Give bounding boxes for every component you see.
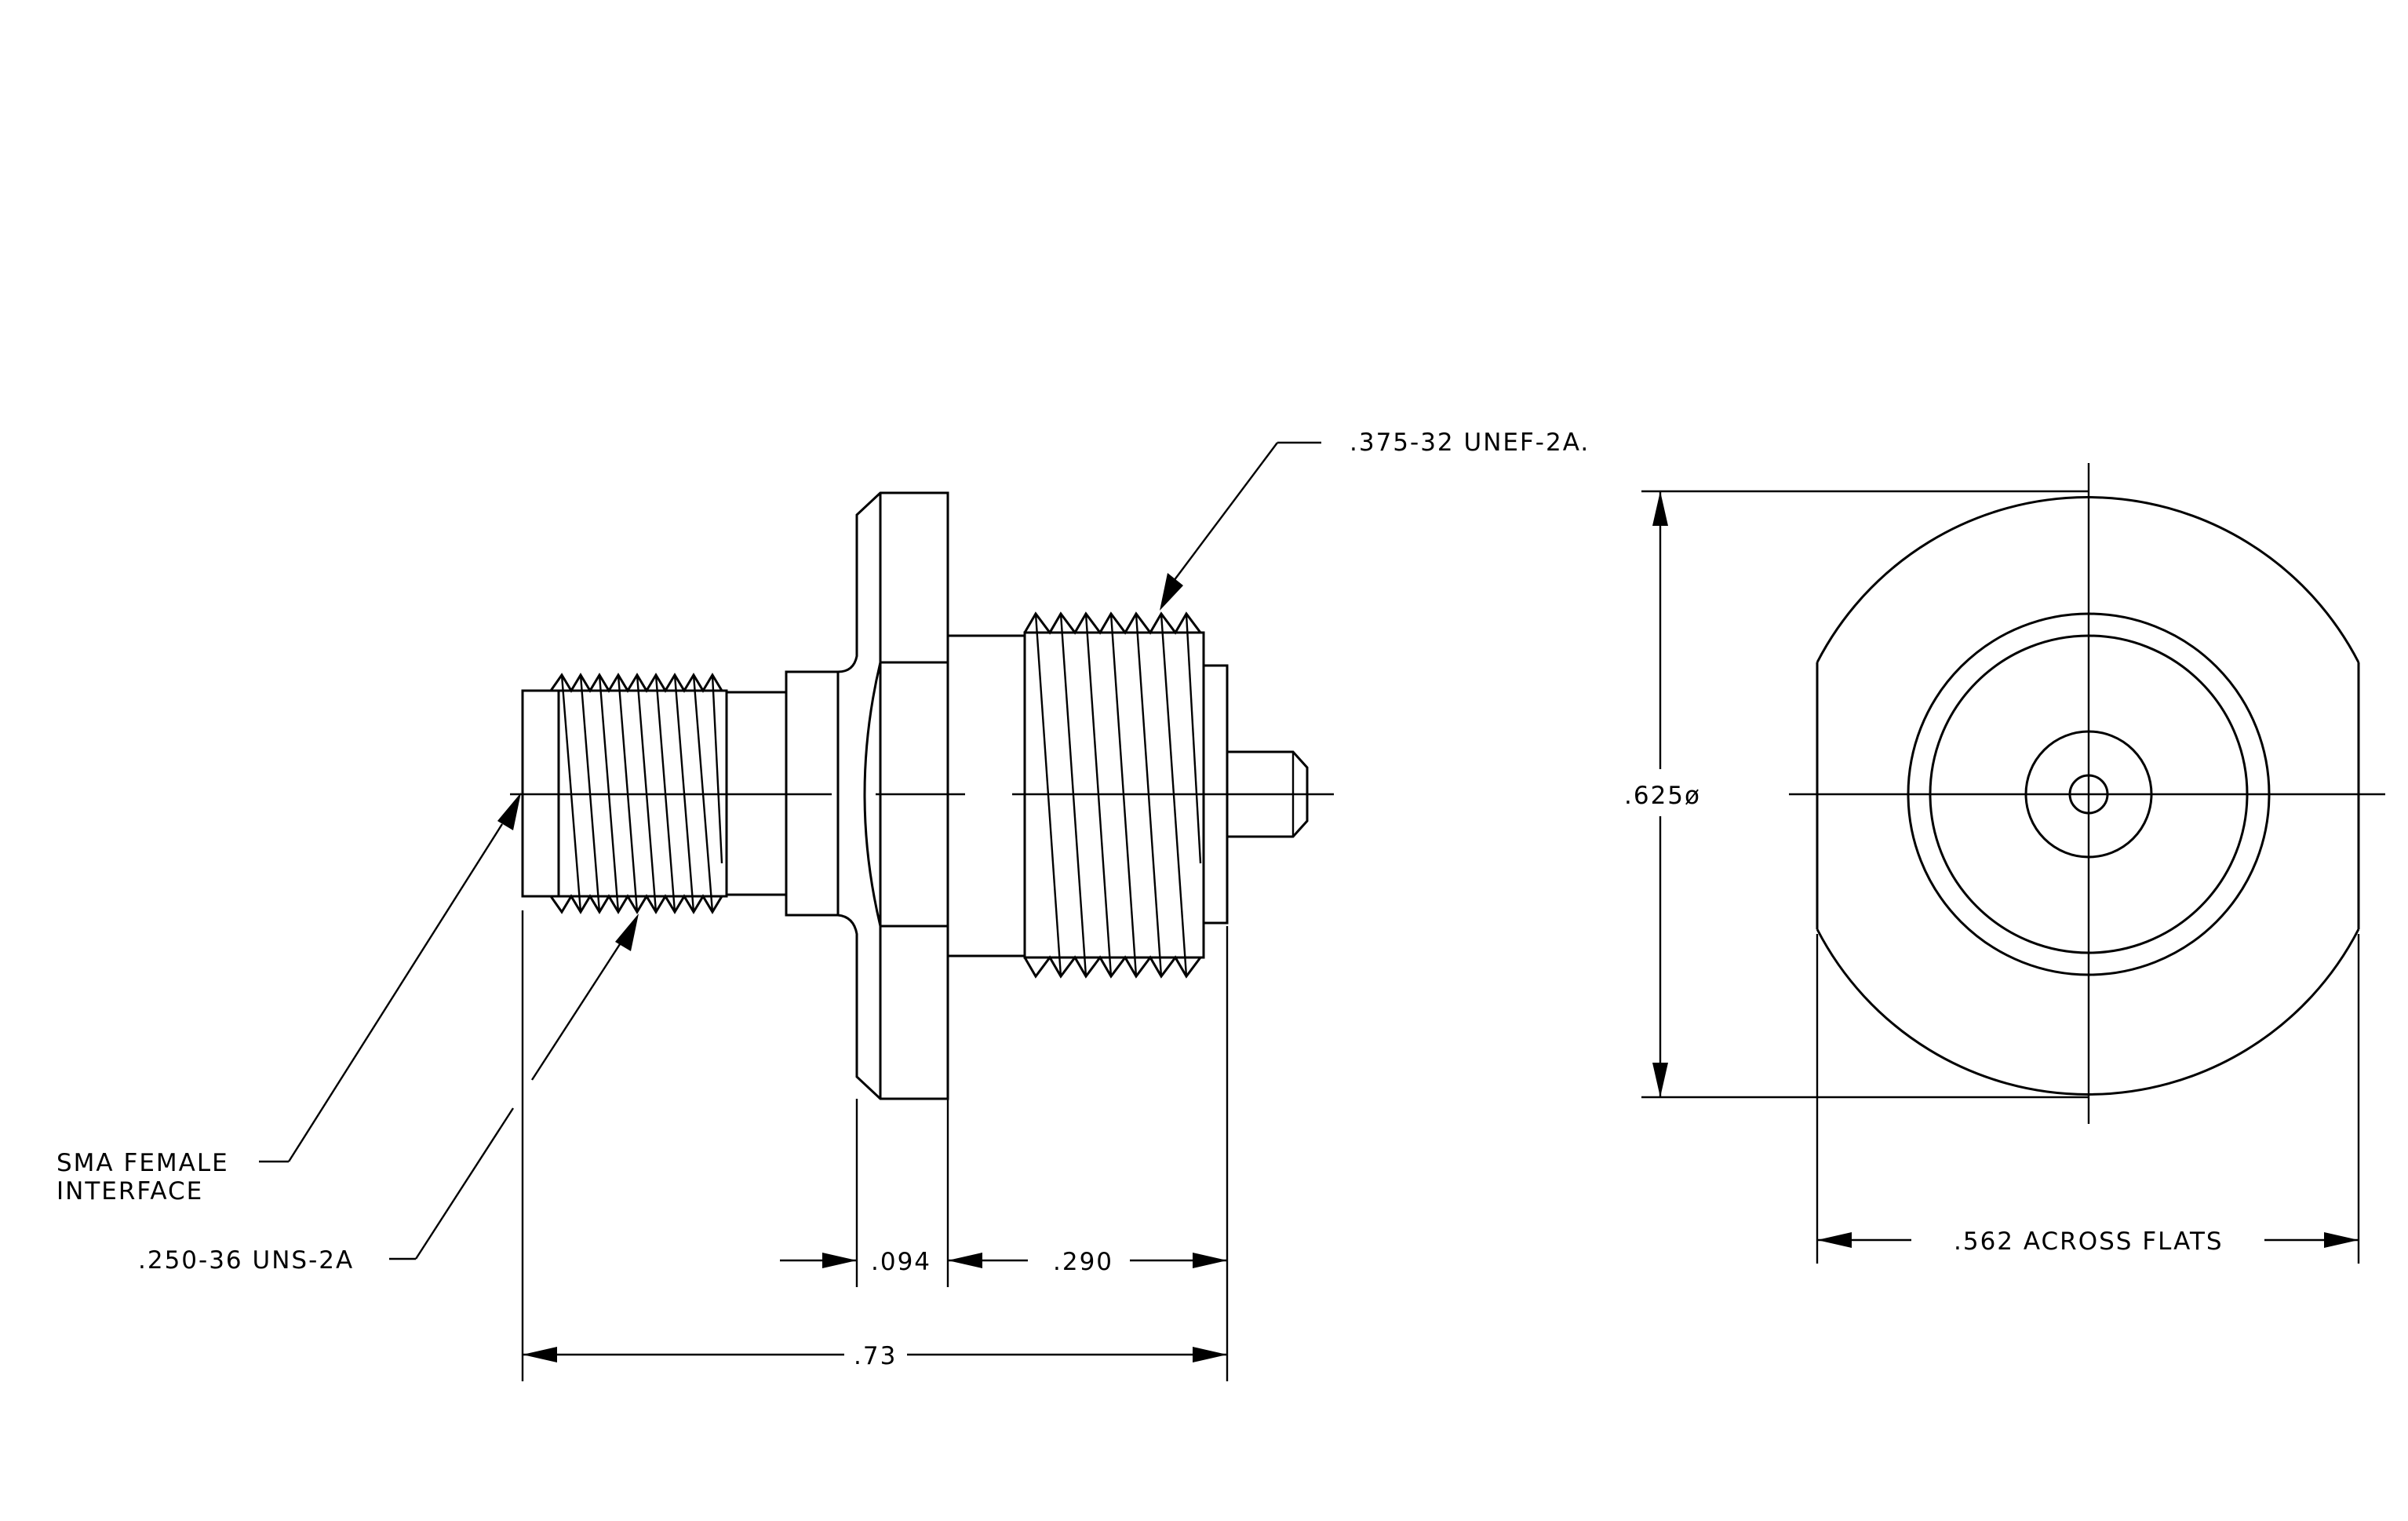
dim-overall-label: .73	[854, 1342, 897, 1370]
front-centerlines	[1789, 463, 2385, 1124]
side-view: .094 .290 .73 .375-32 UNEF-2A. SMA FEMAL…	[56, 429, 1590, 1381]
hex-flange	[837, 491, 949, 1100]
dim-flange-label: .094	[871, 1248, 931, 1276]
dim-diameter-label: .625ø	[1624, 782, 1701, 810]
body-neck	[946, 634, 1026, 957]
thread-crests-top	[549, 673, 723, 693]
dimension-overall: .73	[523, 1342, 1227, 1370]
extension-lines	[521, 910, 1229, 1381]
label-large-thread: .375-32 UNEF-2A.	[1350, 429, 1590, 457]
label-small-thread: .250-36 UNS-2A	[138, 1246, 354, 1275]
dimension-flange-thread: .094 .290	[780, 1248, 1227, 1276]
label-sma-line2: INTERFACE	[56, 1177, 203, 1205]
dim-flats-label: .562 ACROSS FLATS	[1954, 1227, 2224, 1256]
dimension-diameter: .625ø	[1624, 490, 2089, 1099]
front-view: .625ø .562 ACROSS FLATS	[1624, 463, 2385, 1264]
dimension-across-flats: .562 ACROSS FLATS	[1816, 934, 2360, 1264]
large-thread-crests-bottom	[1023, 955, 1202, 979]
leader-sma-interface: SMA FEMALE INTERFACE	[56, 793, 521, 1205]
leader-large-thread: .375-32 UNEF-2A.	[1160, 429, 1590, 611]
label-sma-line1: SMA FEMALE	[56, 1149, 229, 1177]
dim-thread-label: .290	[1053, 1248, 1113, 1276]
leader-small-thread: .250-36 UNS-2A	[138, 914, 639, 1275]
